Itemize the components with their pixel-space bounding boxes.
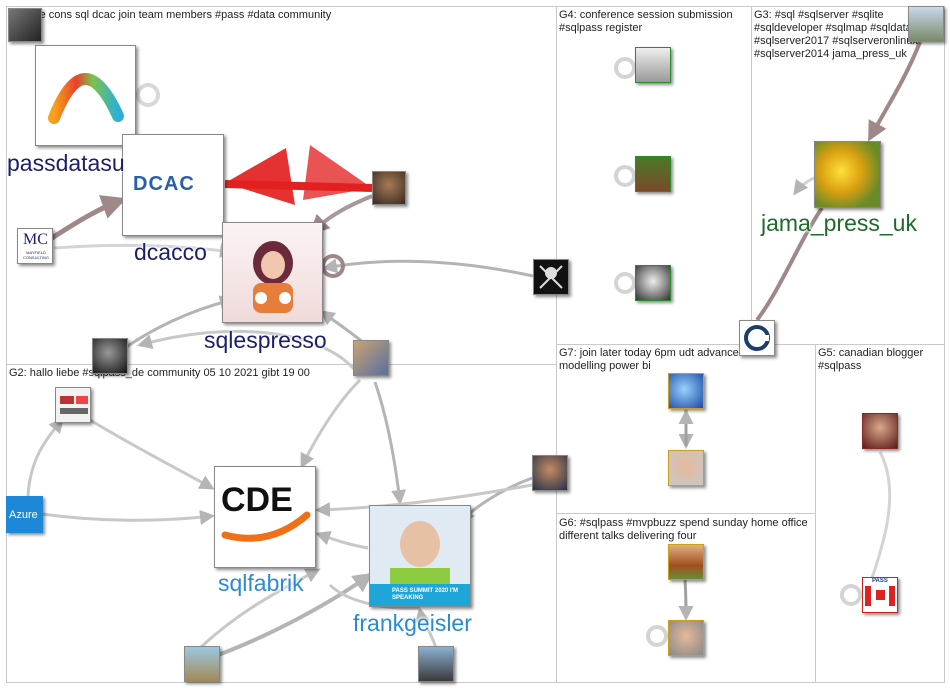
edge — [322, 258, 534, 278]
self-loop — [614, 165, 636, 187]
edge — [315, 530, 369, 550]
azure-text: Azure — [9, 509, 38, 521]
rainbow-arch-logo — [48, 73, 124, 124]
avatar-node[interactable] — [353, 340, 389, 376]
edge — [868, 41, 922, 142]
group-panel-g6 — [556, 513, 816, 683]
dcac-logo-text: DCAC — [133, 173, 195, 195]
edge — [26, 417, 64, 497]
person-illustration — [253, 241, 293, 313]
avatar-node[interactable] — [533, 259, 569, 295]
edge — [41, 509, 215, 525]
pass-logo-block — [76, 396, 88, 404]
pass-speaking-text: PASS SUMMIT 2020 I'M SPEAKING — [392, 588, 458, 601]
edge — [209, 572, 374, 660]
avatar-node[interactable] — [668, 450, 704, 486]
avatar-node[interactable] — [92, 338, 128, 374]
edge — [198, 568, 321, 650]
avatar-node[interactable] — [8, 8, 42, 42]
group-label-g5: G5: canadian blogger #sqlpass — [818, 347, 924, 372]
edge — [137, 329, 357, 371]
edge-red — [224, 180, 373, 192]
group-label-g7: G7: join later today 6pm udt advanced da… — [559, 347, 770, 372]
avatar-jama-press-uk[interactable] — [814, 141, 881, 208]
avatar-sqlpass-de[interactable] — [55, 387, 91, 423]
edge — [89, 418, 215, 490]
node-label-frankgeisler: frankgeisler — [353, 610, 472, 636]
edge — [793, 176, 815, 196]
avatar-node[interactable] — [635, 156, 671, 192]
skull-keys-icon — [539, 265, 563, 289]
edge — [328, 583, 421, 610]
group-label-g4: G4: conference session submission #sqlpa… — [559, 9, 733, 34]
avatar-node[interactable] — [418, 646, 454, 682]
edge — [121, 295, 235, 352]
edge-red-wedge — [225, 148, 295, 205]
avatar-passdatasu[interactable] — [35, 45, 136, 146]
avatar-node[interactable] — [532, 455, 568, 491]
person-photo — [370, 521, 470, 606]
avatar-node[interactable] — [739, 320, 775, 356]
avatar-frankgeisler[interactable]: PASS SUMMIT 2020 I'M SPEAKING — [369, 505, 471, 607]
avatar-node[interactable] — [908, 6, 944, 42]
pass-logo-block — [60, 408, 88, 414]
mc-logo-text: MC — [23, 231, 48, 248]
group-label-g6: G6: #sqlpass #mvpbuzz spend sunday home … — [559, 517, 808, 542]
pass-logo-block — [60, 396, 74, 404]
group-label-g1: G1: pre cons sql dcac join team members … — [9, 9, 332, 21]
avatar-node[interactable] — [668, 620, 704, 656]
edge — [315, 483, 533, 518]
avatar-node[interactable] — [372, 171, 406, 205]
circle-logo-icon — [744, 325, 770, 351]
avatar-dcacco[interactable]: DCAC — [122, 134, 224, 236]
avatar-node[interactable] — [635, 265, 671, 301]
flag-band — [865, 586, 871, 606]
edge — [373, 381, 407, 505]
node-label-sqlespresso: sqlespresso — [204, 327, 327, 353]
avatar-azure[interactable]: Azure — [6, 496, 43, 533]
edge — [415, 607, 438, 649]
self-loop — [614, 57, 636, 79]
group-label-g3: G3: #sql #sqlserver #sqlite #sqldevelope… — [754, 9, 936, 60]
group-label-g2: G2: hallo liebe #sqlpass_de community 05… — [9, 367, 310, 379]
flag-band — [889, 586, 895, 606]
edge — [300, 378, 362, 469]
avatar-node[interactable] — [862, 413, 898, 449]
node-label-sqlfabrik: sqlfabrik — [218, 570, 304, 596]
cde-logo-text: CDE — [221, 481, 293, 519]
edge — [50, 195, 127, 241]
avatar-node[interactable] — [668, 544, 704, 580]
maple-leaf-icon — [876, 590, 885, 600]
node-label-passdatasu: passdatasu — [7, 150, 125, 176]
self-loop — [840, 584, 862, 606]
self-loop — [646, 625, 668, 647]
self-loop — [321, 254, 345, 278]
orange-swoosh — [221, 511, 311, 542]
avatar-sqlespresso[interactable] — [222, 222, 323, 323]
node-label-dcacco: dcacco — [134, 239, 207, 265]
edge — [870, 451, 892, 579]
edge — [53, 243, 235, 258]
avatar-sqlfabrik[interactable]: CDE — [214, 466, 316, 568]
edge — [755, 206, 824, 322]
avatar-node[interactable] — [184, 646, 220, 682]
self-loop — [614, 272, 636, 294]
node-label-jama-press-uk: jama_press_uk — [761, 210, 917, 236]
mayfield-logo-text: MAYFIELD CONSULTING — [23, 250, 49, 260]
avatar-mayfield-consulting[interactable]: MC MAYFIELD CONSULTING — [17, 228, 53, 264]
avatar-pass-canada[interactable]: PASS — [862, 577, 898, 613]
group-panel-g5 — [815, 344, 945, 683]
avatar-node[interactable] — [635, 47, 671, 83]
avatar-node[interactable] — [668, 373, 704, 409]
edge — [678, 579, 694, 621]
self-loop — [136, 83, 160, 107]
pass-badge-text: PASS — [872, 578, 888, 584]
